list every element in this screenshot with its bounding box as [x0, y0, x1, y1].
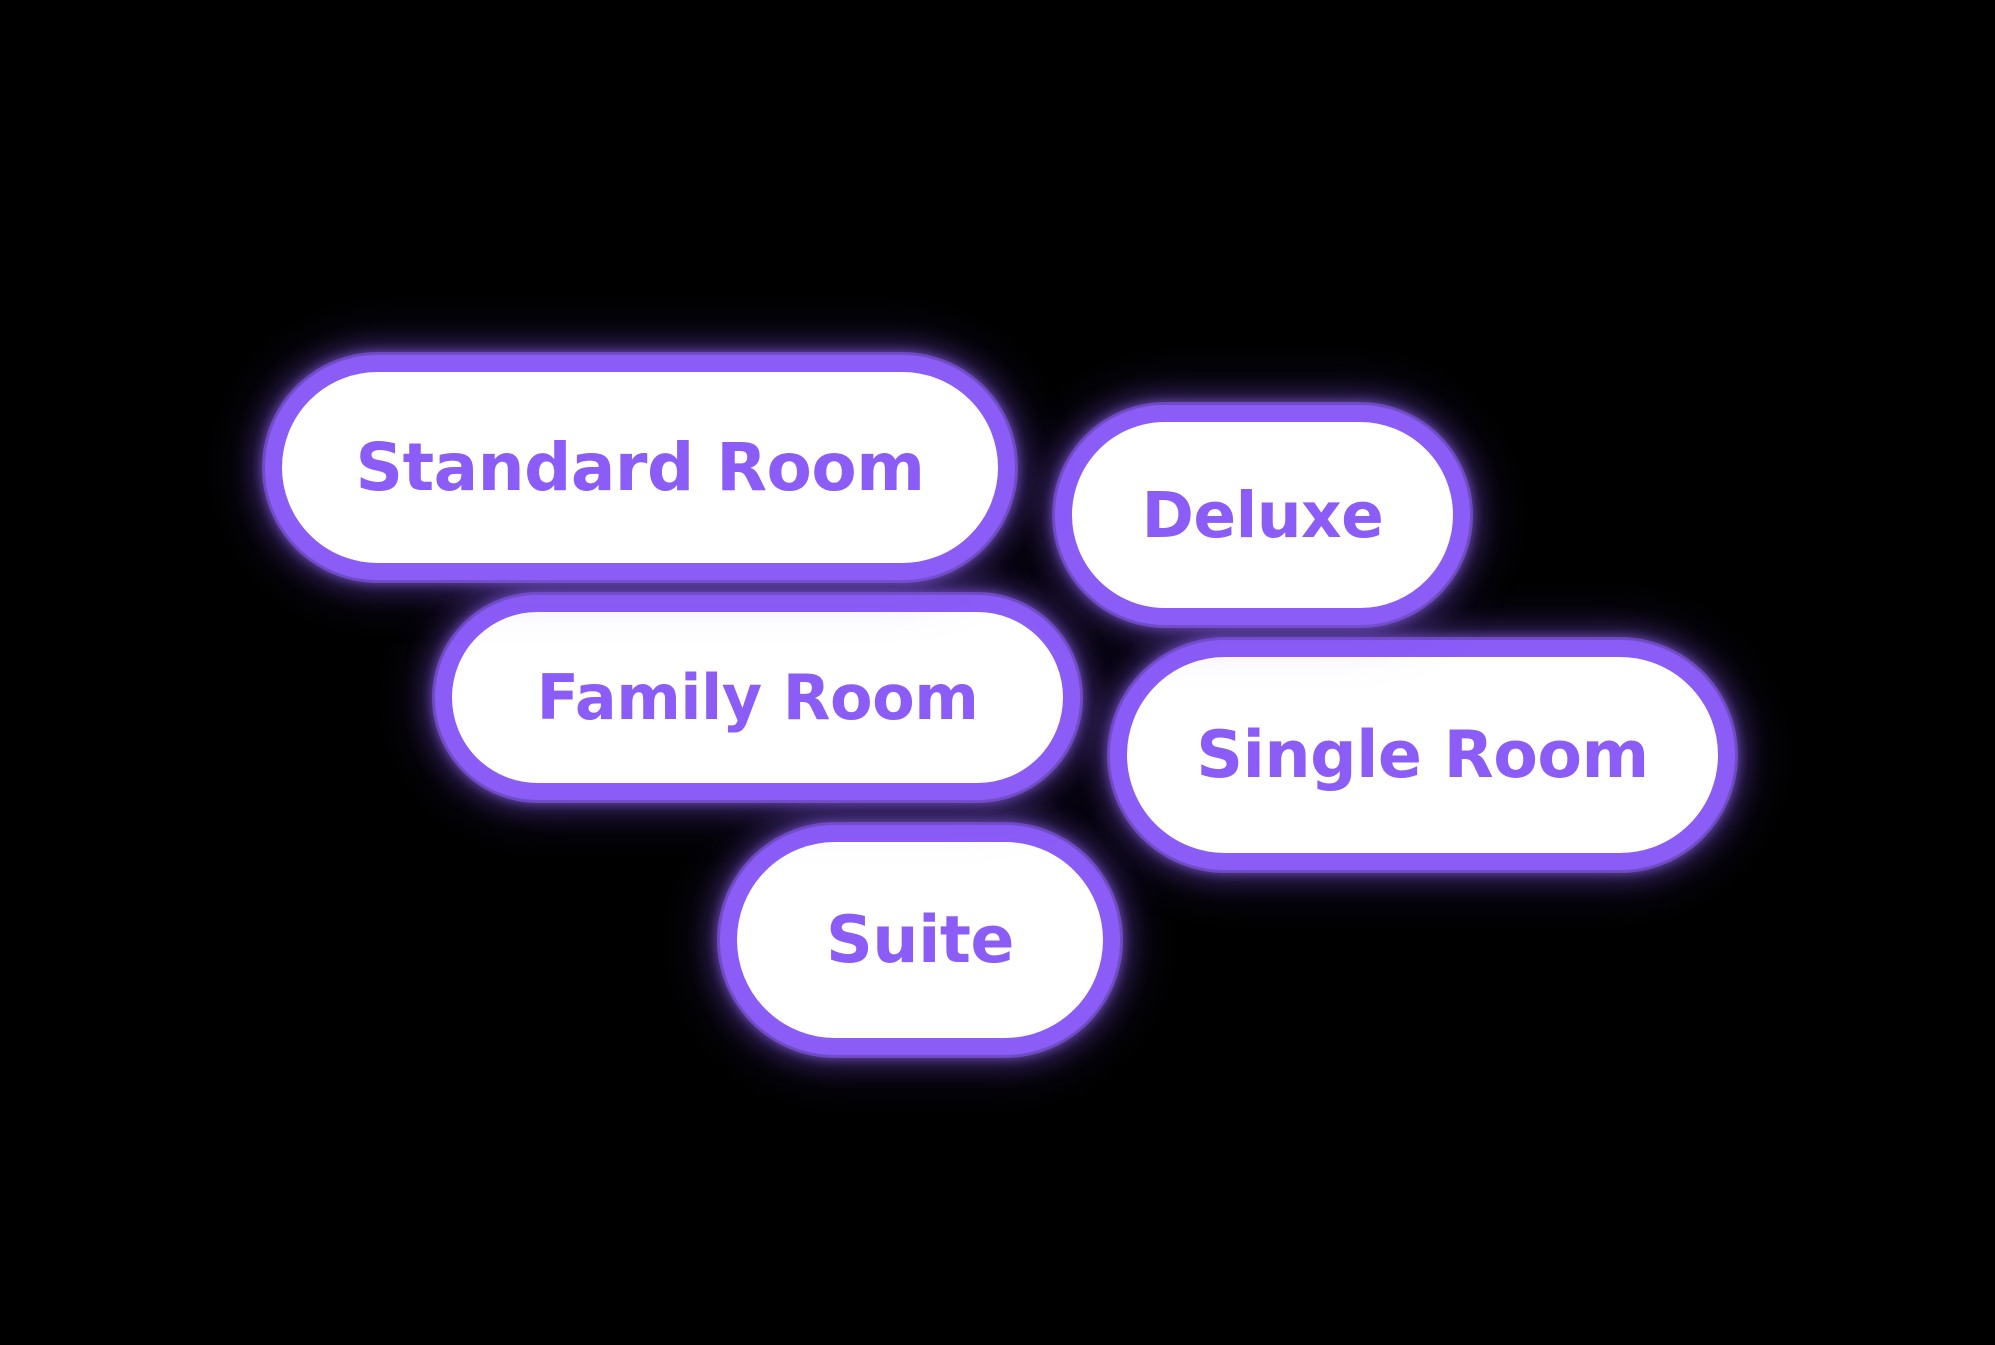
tag-label-family-room: Family Room [536, 660, 979, 734]
tag-pill-single-room[interactable]: Single Room [1110, 640, 1735, 870]
tag-pill-suite[interactable]: Suite [720, 825, 1120, 1055]
tag-pill-deluxe[interactable]: Deluxe [1055, 405, 1470, 625]
tag-pill-family-room[interactable]: Family Room [435, 595, 1080, 800]
tag-label-deluxe: Deluxe [1141, 478, 1384, 552]
tag-label-single-room: Single Room [1196, 717, 1649, 793]
tag-pill-standard-room[interactable]: Standard Room [265, 355, 1015, 580]
tag-label-standard-room: Standard Room [355, 428, 925, 506]
tag-label-suite: Suite [825, 902, 1015, 978]
